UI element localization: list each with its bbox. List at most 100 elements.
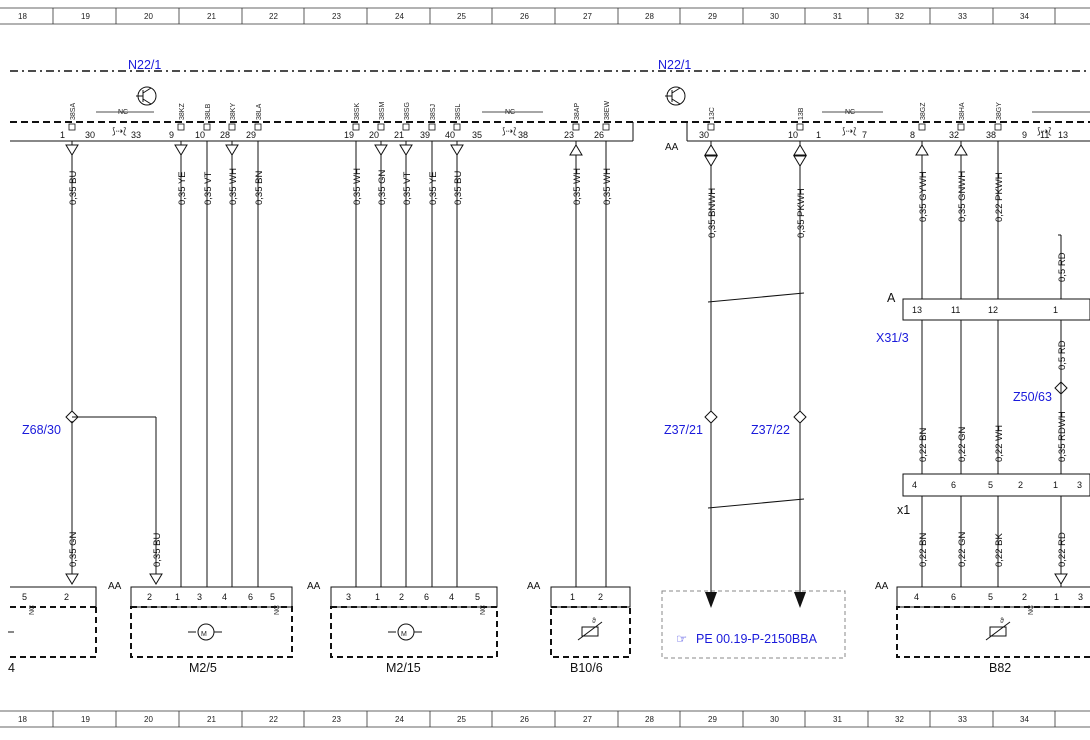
component-b82[interactable]: AA ϑ B82 <box>875 581 1090 675</box>
ruler-col-label: 28 <box>645 12 654 21</box>
connector-x31-3[interactable]: A X31/3 <box>876 291 1090 345</box>
component-m2-15[interactable]: AA M M2/15 <box>307 581 498 675</box>
svg-text:ϑ: ϑ <box>592 618 596 625</box>
pin-terminal <box>707 123 715 131</box>
connector-pin-number: 13 <box>912 305 922 315</box>
pin-signal-label: 38SG <box>404 102 411 120</box>
ruler-col-label: 34 <box>1020 12 1029 21</box>
splice-ref-z68-30[interactable]: Z68/30 <box>22 423 61 437</box>
svg-text:4: 4 <box>8 661 15 675</box>
ruler-col-label: 32 <box>895 12 904 21</box>
ruler-col-label: 22 <box>269 715 278 724</box>
wire-label: 0,22 GN <box>957 531 968 567</box>
connector-pin-number: 1 <box>1053 480 1058 490</box>
ruler-col-label: 20 <box>144 12 153 21</box>
wire-label: 0,35 WH <box>228 168 239 205</box>
connector-pin-number: 10 <box>195 130 205 140</box>
connector-arrow-icon <box>704 144 718 156</box>
pin-terminal <box>572 123 580 131</box>
connector-pin-number: 11 <box>951 305 960 315</box>
ruler-col-label: 23 <box>332 12 341 21</box>
pin-signal-label: 38HA <box>959 102 966 120</box>
connector-pin-number: 20 <box>369 130 379 140</box>
motor-icon: M <box>188 623 222 641</box>
svg-text:M: M <box>401 631 407 638</box>
component-pin-number: 2 <box>1022 592 1027 602</box>
connector-x1[interactable]: x1 <box>897 473 1090 517</box>
wire-label: 0,22 GN <box>957 426 968 462</box>
component-label: M2/15 <box>386 661 421 675</box>
svg-text:AA: AA <box>108 581 122 592</box>
svg-text:AA: AA <box>875 581 889 592</box>
component-label: B82 <box>989 661 1011 675</box>
svg-text:AA: AA <box>527 581 541 592</box>
pin-terminal <box>918 123 926 131</box>
splice-ref-z37-22[interactable]: Z37/22 <box>751 423 790 437</box>
ruler-col-label: 18 <box>18 715 27 724</box>
thermistor-icon: ϑ <box>577 618 603 641</box>
connector-pin-number: 26 <box>594 130 604 140</box>
wire-label: 0,22 RD <box>1057 532 1068 567</box>
wire-label: 0,35 WH <box>572 168 583 205</box>
pin-signal-label: 38KZ <box>179 103 186 120</box>
ruler-col-label: 26 <box>520 12 529 21</box>
module-label-left[interactable]: N22/1 <box>128 58 161 72</box>
ruler-col-label: 32 <box>895 715 904 724</box>
connector-pin-number: 19 <box>344 130 354 140</box>
pin-signal-label: 38SK <box>354 103 361 120</box>
svg-text:AA: AA <box>307 581 321 592</box>
nc-bracket: NC <box>822 109 883 116</box>
svg-text:ϑ: ϑ <box>1000 618 1004 625</box>
wire-label: 0,35 BNWH <box>707 188 718 238</box>
connector-pin-number: 1 <box>60 130 65 140</box>
pin-terminal <box>957 123 965 131</box>
ruler-col-label: 19 <box>81 12 90 21</box>
component-pin-number: 5 <box>475 592 480 602</box>
pointer-hand-icon: ☞ <box>676 632 687 646</box>
component-pin-number: 1 <box>375 592 380 602</box>
pin-signal-label: 38SJ <box>430 104 437 120</box>
ruler-col-label: 30 <box>770 715 779 724</box>
svg-text:M: M <box>201 631 207 638</box>
connector-arrow-icon <box>65 573 79 585</box>
arrow-icon <box>705 592 717 608</box>
connector-side-label: A <box>887 291 896 305</box>
component-m2-5[interactable]: AA M M2/5 <box>108 581 293 675</box>
wire-label: 0,35 BU <box>453 171 464 205</box>
pin-terminal <box>602 123 610 131</box>
wire-label: 0,22 WH <box>994 425 1005 462</box>
ruler-col-label: 26 <box>520 715 529 724</box>
ruler-col-label: 27 <box>583 715 592 724</box>
splice-ref-z37-21[interactable]: Z37/21 <box>664 423 703 437</box>
ruler-col-label: 28 <box>645 715 654 724</box>
splice-icon <box>793 410 807 424</box>
pin-signal-label: 38SM <box>379 102 386 120</box>
nc-mark: NC <box>274 605 281 615</box>
connector-arrow-icon <box>793 144 807 156</box>
pin-signal-label: 38GZ <box>920 102 927 120</box>
connector-pin-number: 9 <box>1022 130 1027 140</box>
pin-terminal <box>994 123 1002 131</box>
svg-text:NC: NC <box>845 109 855 116</box>
connector-arrow-icon <box>915 144 929 156</box>
ruler-col-label: 33 <box>958 715 967 724</box>
pin-signal-label: 38GY <box>996 102 1003 120</box>
ruler-col-label: 21 <box>207 715 216 724</box>
module-label-right[interactable]: N22/1 <box>658 58 691 72</box>
wire-label: 0,35 GN <box>377 169 388 205</box>
wire-label: 0,35 BU <box>68 171 79 205</box>
component-b10-6[interactable]: AA ϑ B10/6 <box>527 581 631 675</box>
aa-label-top: AA <box>665 142 679 153</box>
pin-terminal <box>377 123 385 131</box>
wire-label: 0,35 GYWH <box>918 171 929 222</box>
component-left-partial[interactable]: 4 <box>8 586 97 675</box>
splice-ref-z50-63[interactable]: Z50/63 <box>1013 390 1052 404</box>
connector-pin-number: 32 <box>949 130 959 140</box>
thermistor-icon: ϑ <box>985 618 1011 641</box>
grid-ruler-bottom <box>0 710 1090 728</box>
connector-pin-number: 21 <box>394 130 404 140</box>
pin-signal-label: 13B <box>798 107 805 120</box>
reference-box[interactable]: ☞ PE 00.19-P-2150BBA <box>661 590 846 659</box>
component-label: B10/6 <box>570 661 603 675</box>
